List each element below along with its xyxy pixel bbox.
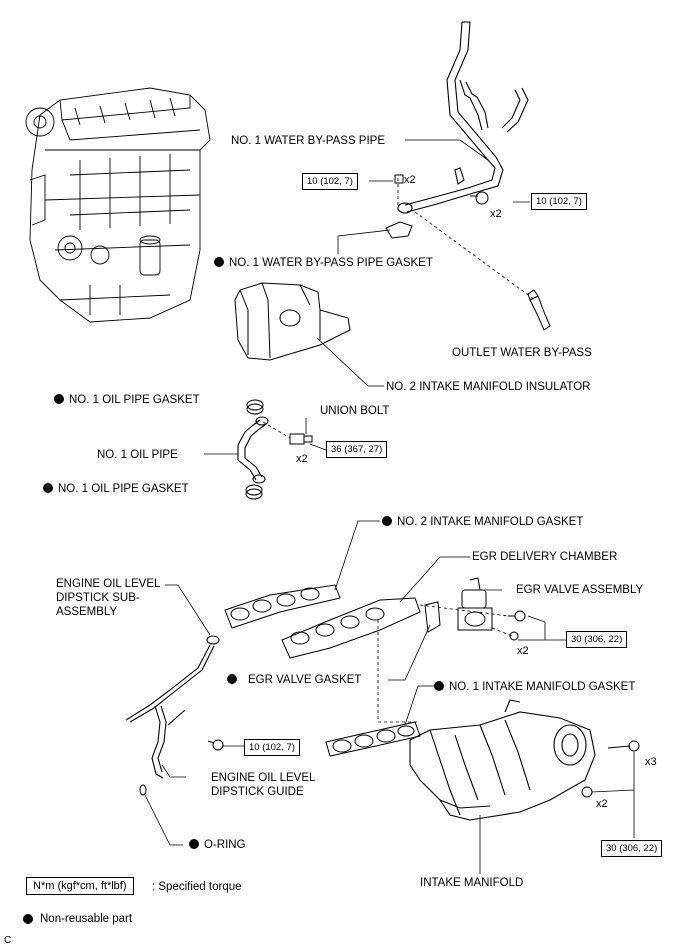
corner-mark: C (4, 935, 12, 946)
torque-box: 10 (102, 7) (244, 739, 300, 756)
legend-nonreusable-text: Non-reusable part (40, 913, 133, 925)
quantity-label: x3 (645, 756, 657, 768)
label-intake-gasket-2-text: NO. 2 INTAKE MANIFOLD GASKET (397, 516, 584, 528)
quantity-label: x2 (404, 174, 416, 186)
egr-valve-drawing (457, 577, 493, 631)
dipstick-guide-drawing (151, 705, 186, 779)
nonreusable-dot-icon (43, 483, 53, 493)
egr-delivery-chamber-drawing (281, 597, 441, 659)
outlet-water-bypass-drawing (527, 289, 551, 331)
dipstick-drawing (125, 635, 220, 723)
quantity-label: x2 (490, 208, 502, 220)
insulator-drawing (234, 282, 351, 361)
legend-torque-unit: N*m (kgf*cm, ft*lbf) (26, 877, 134, 895)
label-oil-pipe-gasket-top: NO. 1 OIL PIPE GASKET (54, 393, 200, 407)
nonreusable-dot-icon (54, 394, 64, 404)
quantity-label: x2 (517, 645, 529, 657)
legend-dot (23, 914, 33, 924)
leader-lines (144, 139, 635, 874)
legend-torque-text: : Specified torque (152, 881, 242, 893)
label-intake-gasket-1-text: NO. 1 INTAKE MANIFOLD GASKET (449, 681, 636, 693)
label-intake-manifold: INTAKE MANIFOLD (420, 877, 524, 889)
oil-pipe-gaskets (245, 399, 264, 500)
label-intake-manifold-insulator: NO. 2 INTAKE MANIFOLD INSULATOR (386, 381, 591, 393)
torque-box: 10 (102, 7) (302, 173, 358, 190)
quantity-label: x2 (296, 453, 308, 465)
intake-gasket-1-drawing (325, 721, 421, 757)
nonreusable-dot-icon (434, 681, 444, 691)
label-water-bypass-gasket-text: NO. 1 WATER BY-PASS PIPE GASKET (229, 257, 433, 269)
label-o-ring-text: O-RING (204, 839, 246, 851)
label-o-ring: O-RING (189, 838, 246, 852)
label-egr-delivery-chamber: EGR DELIVERY CHAMBER (472, 551, 618, 563)
label-oil-pipe-gasket-bottom-text: NO. 1 OIL PIPE GASKET (58, 483, 189, 495)
label-egr-valve-gasket: EGR VALVE GASKET (227, 673, 361, 687)
water-bypass-pipe-drawing (397, 21, 529, 214)
label-intake-gasket-2: NO. 2 INTAKE MANIFOLD GASKET (382, 515, 583, 529)
label-oil-pipe-gasket-top-text: NO. 1 OIL PIPE GASKET (69, 394, 200, 406)
torque-box: 10 (102, 7) (531, 193, 587, 210)
label-oil-pipe: NO. 1 OIL PIPE (97, 449, 178, 461)
oil-pipe-drawing (237, 416, 269, 484)
water-pipe-bolts (394, 174, 489, 205)
nonreusable-dot-icon (214, 257, 224, 267)
intake-manifold-drawing (409, 699, 596, 821)
union-bolt-drawing (289, 433, 313, 445)
dipstick-bolt (207, 739, 224, 751)
label-water-bypass-pipe: NO. 1 WATER BY-PASS PIPE (231, 135, 386, 147)
torque-box: 30 (306, 22) (566, 631, 628, 648)
label-water-bypass-gasket: NO. 1 WATER BY-PASS PIPE GASKET (214, 256, 433, 270)
nonreusable-dot-icon (382, 516, 392, 526)
o-ring-drawing (139, 784, 147, 796)
dashed-guide-lines (262, 178, 536, 723)
label-outlet-water-bypass: OUTLET WATER BY-PASS (452, 347, 592, 359)
nonreusable-dot-icon (189, 839, 199, 849)
quantity-label: x2 (596, 798, 608, 810)
label-dipstick-guide: ENGINE OIL LEVEL DIPSTICK GUIDE (211, 772, 316, 798)
label-egr-valve-assembly: EGR VALVE ASSEMBLY (516, 584, 644, 596)
label-dipstick-sub-assembly: ENGINE OIL LEVEL DIPSTICK SUB- ASSEMBLY (56, 578, 161, 618)
torque-box: 36 (367, 27) (326, 441, 388, 458)
label-intake-gasket-1: NO. 1 INTAKE MANIFOLD GASKET (434, 680, 635, 694)
label-oil-pipe-gasket-bottom: NO. 1 OIL PIPE GASKET (43, 482, 189, 496)
label-egr-valve-gasket-text: EGR VALVE GASKET (248, 674, 362, 686)
intake-manifold-bolts (581, 740, 640, 798)
intake-gasket-2-drawing (224, 584, 341, 629)
label-union-bolt: UNION BOLT (320, 405, 390, 417)
engine-block-drawing (25, 87, 211, 323)
nonreusable-dot-icon (227, 674, 237, 684)
egr-bolts (508, 610, 526, 641)
torque-box: 30 (306, 22) (601, 840, 663, 857)
water-bypass-gasket-drawing (385, 221, 413, 239)
